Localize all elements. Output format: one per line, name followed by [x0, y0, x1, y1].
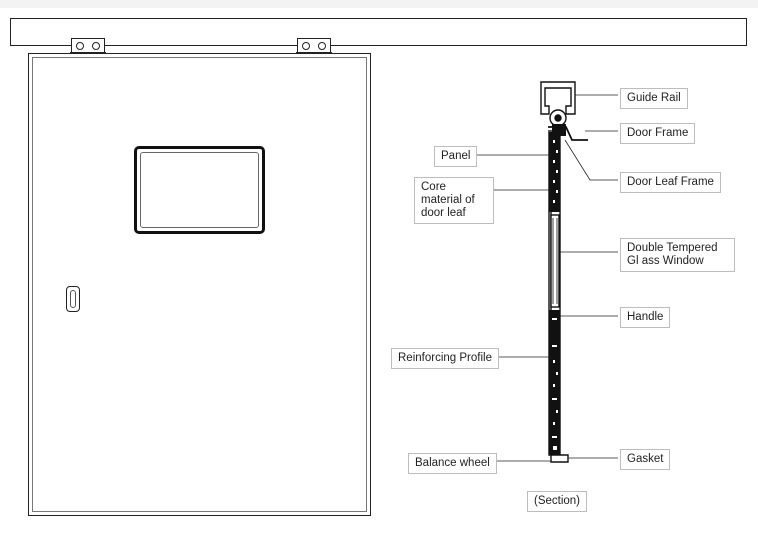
core-dot	[553, 140, 555, 143]
callout-guide-rail: Guide Rail	[620, 88, 688, 109]
leader-door-leaf-frame	[564, 139, 618, 181]
core-dot	[553, 180, 555, 183]
glass-window-section	[550, 214, 560, 308]
core-dot	[553, 360, 555, 363]
callout-balance-wheel: Balance wheel	[408, 453, 497, 474]
hanger-bolt-icon	[92, 42, 100, 50]
core-dot	[556, 150, 558, 153]
reinforcing-slot	[552, 436, 557, 438]
core-dot	[553, 384, 555, 387]
callout-door-leaf-frame: Door Leaf Frame	[620, 172, 721, 193]
door-handle-recess	[70, 290, 76, 308]
leaf-frame-fill-top	[549, 132, 560, 212]
reinforcing-slot	[552, 345, 557, 347]
core-dot	[556, 410, 558, 413]
callout-gasket: Gasket	[620, 449, 671, 470]
section-caption: (Section)	[527, 491, 588, 512]
callout-door-frame: Door Frame	[620, 123, 696, 144]
door-leaf-inner-edge	[32, 57, 367, 512]
callout-glass-window: Double Tempered Gl ass Window	[620, 238, 735, 272]
glass-window-panes	[552, 218, 558, 304]
leaf-frame-fill-bottom	[549, 310, 560, 455]
callout-core-material: Core material of door leaf	[414, 177, 494, 224]
guide-rail-profile	[540, 81, 576, 115]
reinforcing-slot	[552, 318, 557, 320]
core-dot	[556, 170, 558, 173]
top-assembly-fill	[552, 124, 566, 136]
callout-panel: Panel	[434, 146, 478, 167]
hanger-bolt-icon	[302, 42, 310, 50]
hanger-bolt-icon	[318, 42, 326, 50]
core-dot	[556, 190, 558, 193]
callout-reinforcing-profile: Reinforcing Profile	[391, 348, 499, 369]
core-dot	[556, 372, 558, 375]
vision-window-glass	[140, 152, 259, 228]
core-dot	[553, 422, 555, 425]
callout-handle: Handle	[620, 307, 671, 328]
hanger-bolt-icon	[76, 42, 84, 50]
balance-wheel-slot	[553, 446, 557, 450]
door-leaf	[28, 53, 371, 516]
core-dot	[553, 160, 555, 163]
reinforcing-slot	[552, 398, 557, 400]
core-dot	[553, 200, 555, 203]
guide-rail-bar	[10, 18, 747, 46]
vision-window	[134, 146, 265, 234]
roller-axle	[554, 114, 562, 122]
door-handle	[66, 286, 80, 312]
top-strip	[0, 0, 758, 8]
